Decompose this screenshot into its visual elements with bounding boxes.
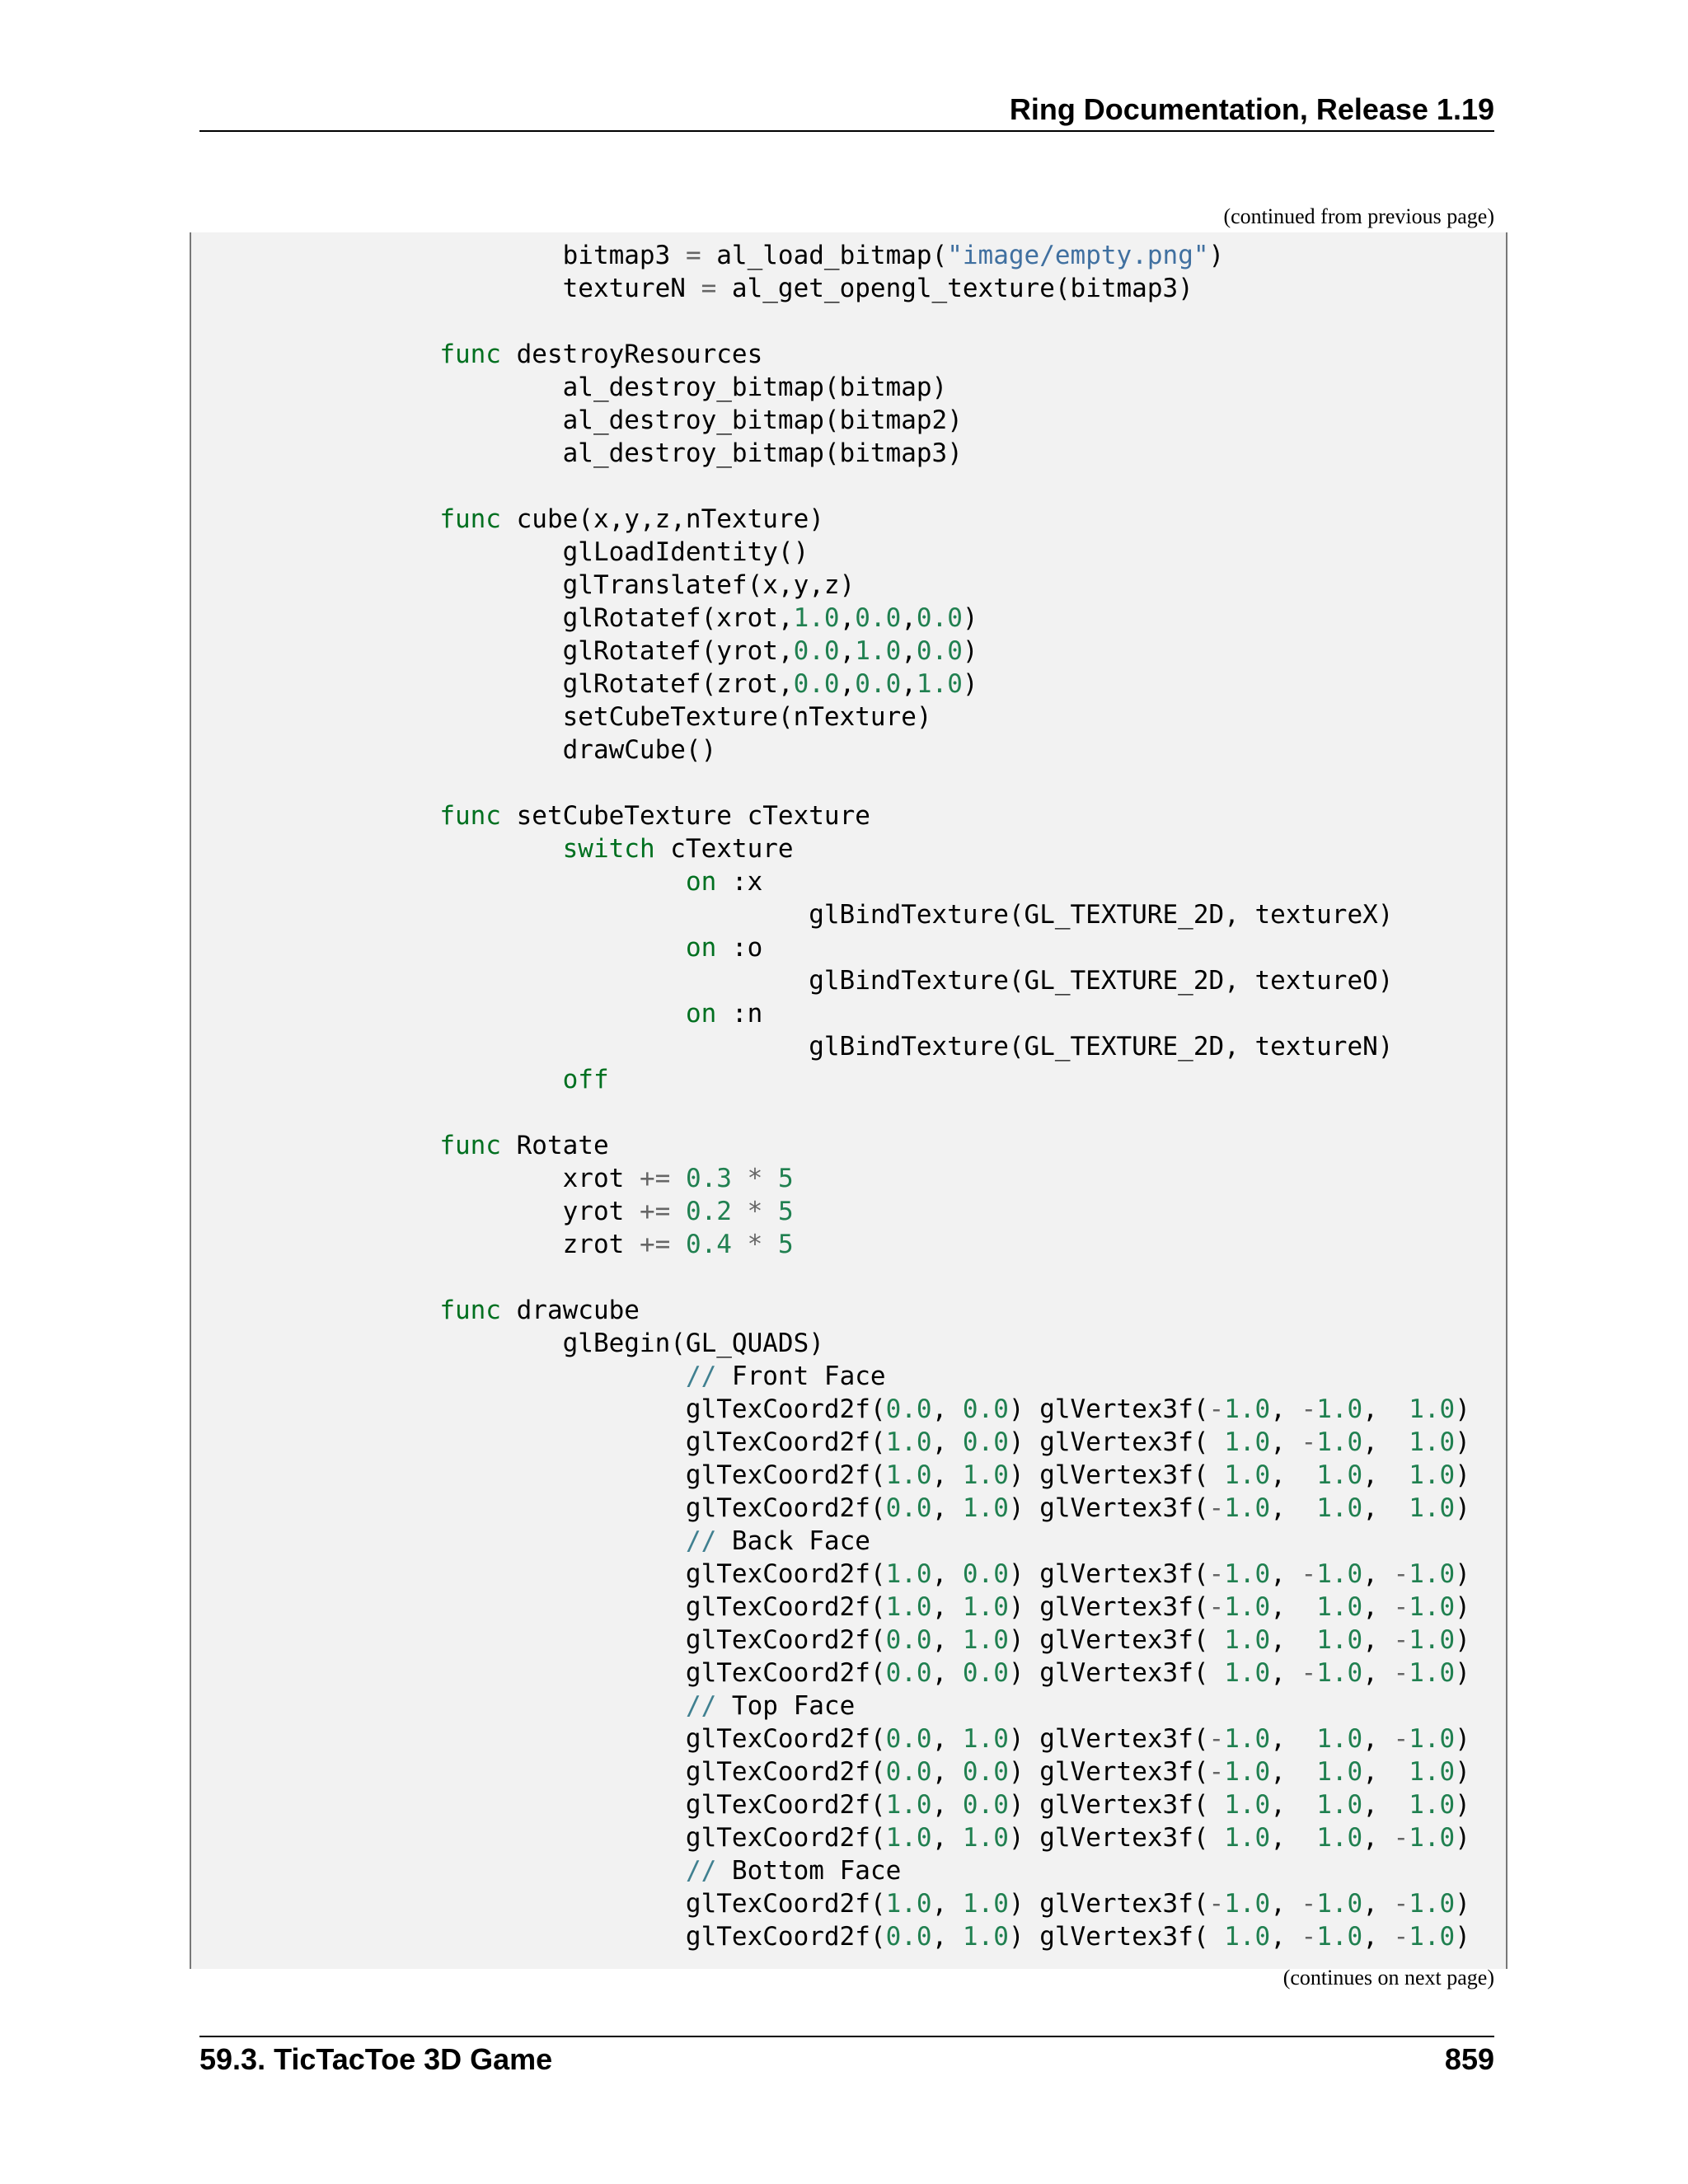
continues-on-note: (continues on next page) bbox=[1282, 1966, 1494, 1990]
code-line: func cube(x,y,z,nTexture) bbox=[439, 504, 824, 534]
code-line: glBindTexture(GL_TEXTURE_2D, textureX) bbox=[316, 900, 1394, 930]
code-line: func setCubeTexture cTexture bbox=[439, 801, 870, 831]
code-line: glBindTexture(GL_TEXTURE_2D, textureO) bbox=[316, 966, 1394, 996]
code-line: on :o bbox=[685, 933, 763, 963]
code-line: drawCube() bbox=[316, 735, 717, 765]
code-line: switch cTexture bbox=[562, 834, 794, 864]
code-line: glBegin(GL_QUADS) bbox=[316, 1329, 824, 1358]
code-line: glTexCoord2f(1.0, 0.0) glVertex3f(-1.0, … bbox=[316, 1559, 1470, 1589]
code-line: glTexCoord2f(0.0, 0.0) glVertex3f(-1.0, … bbox=[316, 1394, 1470, 1424]
code-line: off bbox=[562, 1065, 609, 1094]
code-line: xrot += 0.3 * 5 bbox=[316, 1164, 794, 1193]
continued-from-note: (continued from previous page) bbox=[1223, 204, 1494, 228]
code-line: glTexCoord2f(0.0, 0.0) glVertex3f(-1.0, … bbox=[316, 1757, 1470, 1787]
page-header-title: Ring Documentation, Release 1.19 bbox=[1009, 92, 1494, 126]
code-line: al_destroy_bitmap(bitmap) bbox=[316, 373, 948, 402]
code-line: // Bottom Face bbox=[685, 1856, 902, 1886]
code-line: glLoadIdentity() bbox=[316, 537, 809, 567]
code-line: glTexCoord2f(1.0, 0.0) glVertex3f( 1.0, … bbox=[316, 1790, 1470, 1820]
code-listing: bitmap3 = al_load_bitmap("image/empty.pn… bbox=[316, 239, 1470, 1953]
code-line: glTexCoord2f(1.0, 1.0) glVertex3f( 1.0, … bbox=[316, 1823, 1470, 1853]
code-line: glTexCoord2f(0.0, 1.0) glVertex3f( 1.0, … bbox=[316, 1922, 1470, 1952]
header-rule bbox=[199, 130, 1494, 132]
footer-page-number: 859 bbox=[1444, 2042, 1494, 2076]
code-line: glTexCoord2f(0.0, 1.0) glVertex3f(-1.0, … bbox=[316, 1724, 1470, 1754]
code-line: bitmap3 = al_load_bitmap("image/empty.pn… bbox=[316, 241, 1225, 270]
code-line: setCubeTexture(nTexture) bbox=[316, 702, 932, 732]
code-line: glTexCoord2f(1.0, 1.0) glVertex3f(-1.0, … bbox=[316, 1889, 1470, 1919]
code-line: glTranslatef(x,y,z) bbox=[316, 570, 856, 600]
code-line: al_destroy_bitmap(bitmap3) bbox=[316, 438, 963, 468]
code-line: yrot += 0.2 * 5 bbox=[316, 1197, 794, 1226]
code-line: glTexCoord2f(1.0, 0.0) glVertex3f( 1.0, … bbox=[316, 1427, 1470, 1457]
footer-rule bbox=[199, 2036, 1494, 2037]
code-line: zrot += 0.4 * 5 bbox=[316, 1230, 794, 1259]
code-line: glTexCoord2f(0.0, 1.0) glVertex3f(-1.0, … bbox=[316, 1493, 1470, 1523]
code-line: glTexCoord2f(1.0, 1.0) glVertex3f(-1.0, … bbox=[316, 1592, 1470, 1622]
code-line: glTexCoord2f(0.0, 0.0) glVertex3f( 1.0, … bbox=[316, 1658, 1470, 1688]
code-line: func Rotate bbox=[439, 1131, 609, 1160]
code-line: al_destroy_bitmap(bitmap2) bbox=[316, 405, 963, 435]
code-line: glBindTexture(GL_TEXTURE_2D, textureN) bbox=[316, 1032, 1394, 1062]
code-line: textureN = al_get_opengl_texture(bitmap3… bbox=[316, 274, 1193, 303]
code-line: on :x bbox=[685, 867, 763, 897]
code-line: glRotatef(yrot,0.0,1.0,0.0) bbox=[316, 636, 978, 666]
footer-section-title: 59.3. TicTacToe 3D Game bbox=[199, 2042, 553, 2076]
code-line: glTexCoord2f(1.0, 1.0) glVertex3f( 1.0, … bbox=[316, 1460, 1470, 1490]
code-line: // Top Face bbox=[685, 1691, 856, 1721]
code-line: // Back Face bbox=[685, 1526, 870, 1556]
code-line: func drawcube bbox=[439, 1296, 640, 1325]
code-line: glRotatef(xrot,1.0,0.0,0.0) bbox=[316, 603, 978, 633]
code-line: on :n bbox=[685, 999, 763, 1029]
code-line: func destroyResources bbox=[439, 340, 763, 369]
code-block: bitmap3 = al_load_bitmap("image/empty.pn… bbox=[190, 232, 1507, 1969]
code-line: // Front Face bbox=[685, 1361, 886, 1391]
code-line: glRotatef(zrot,0.0,0.0,1.0) bbox=[316, 669, 978, 699]
code-line: glTexCoord2f(0.0, 1.0) glVertex3f( 1.0, … bbox=[316, 1625, 1470, 1655]
